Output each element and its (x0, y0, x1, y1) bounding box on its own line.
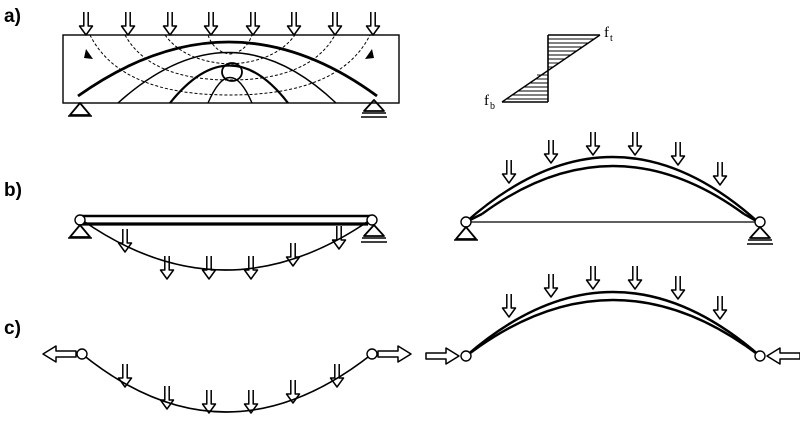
load-arrow (712, 161, 728, 186)
roller-support-icon (746, 226, 774, 245)
label-b: b) (4, 180, 22, 201)
trajectory-arrowhead-right (365, 49, 374, 59)
stress-top-subscript: t (610, 33, 613, 44)
stress-arc-2 (117, 51, 337, 104)
hinge-icon (366, 214, 378, 226)
label-a: a) (4, 6, 21, 27)
stress-distribution-diagram (501, 34, 601, 103)
roller-support-icon (360, 224, 388, 243)
load-arrow (670, 275, 686, 300)
load-arrow (162, 11, 178, 36)
trajectory-arrowhead-left (84, 49, 93, 59)
beam-outline (62, 34, 400, 104)
load-arrow (203, 11, 219, 36)
stress-arc-4 (207, 76, 253, 104)
tension-arrow-right-icon (377, 345, 412, 363)
stress-bottom-label: f (484, 93, 489, 109)
hinge-icon (460, 350, 472, 362)
load-arrow (543, 273, 559, 298)
stress-top-label: f (604, 25, 609, 41)
pin-support-icon (67, 102, 93, 117)
pin-support-icon (453, 226, 479, 241)
load-arrow (670, 141, 686, 166)
tied-arch (460, 155, 766, 228)
load-arrow (327, 11, 343, 36)
thrust-arch (460, 290, 766, 362)
tension-curve-1 (89, 34, 371, 96)
stress-arc-3 (169, 64, 289, 104)
load-arrow (501, 159, 517, 184)
load-arrow (159, 385, 175, 410)
load-arrow (543, 139, 559, 164)
beam-loads (78, 11, 381, 36)
load-arrow (201, 389, 217, 414)
load-arrow (712, 295, 728, 320)
load-arrow (585, 265, 601, 290)
load-arrow (627, 265, 643, 290)
tension-curve-2 (124, 34, 336, 81)
thrust-arrow-left-icon (766, 347, 800, 365)
load-arrow (585, 131, 601, 156)
load-arrow (627, 131, 643, 156)
thrust-arrow-right-icon (425, 347, 460, 365)
stress-arc-1 (77, 40, 378, 98)
load-arrow (285, 242, 301, 267)
hinge-icon (76, 348, 88, 360)
pin-support-icon (67, 224, 93, 239)
tension-curve-3 (164, 34, 296, 65)
load-arrow (501, 293, 517, 318)
tension-curve-4 (207, 34, 253, 55)
load-arrow (365, 11, 381, 36)
load-arrow (286, 11, 302, 36)
load-arrow (120, 11, 136, 36)
load-arrow (201, 255, 217, 280)
hinge-icon (74, 214, 86, 226)
hanging-cable-loads (117, 363, 345, 414)
label-c: c) (4, 318, 21, 339)
stress-bottom-subscript: b (490, 101, 495, 112)
load-arrow (159, 255, 175, 280)
hinge-icon (460, 216, 472, 228)
tension-arrow-left-icon (42, 345, 77, 363)
stress-core (221, 62, 243, 82)
beam-stress-trajectories (62, 34, 400, 104)
hinge-icon (366, 348, 378, 360)
hinge-icon (754, 216, 766, 228)
load-arrow (245, 11, 261, 36)
load-arrow (78, 11, 94, 36)
hinge-icon (754, 350, 766, 362)
